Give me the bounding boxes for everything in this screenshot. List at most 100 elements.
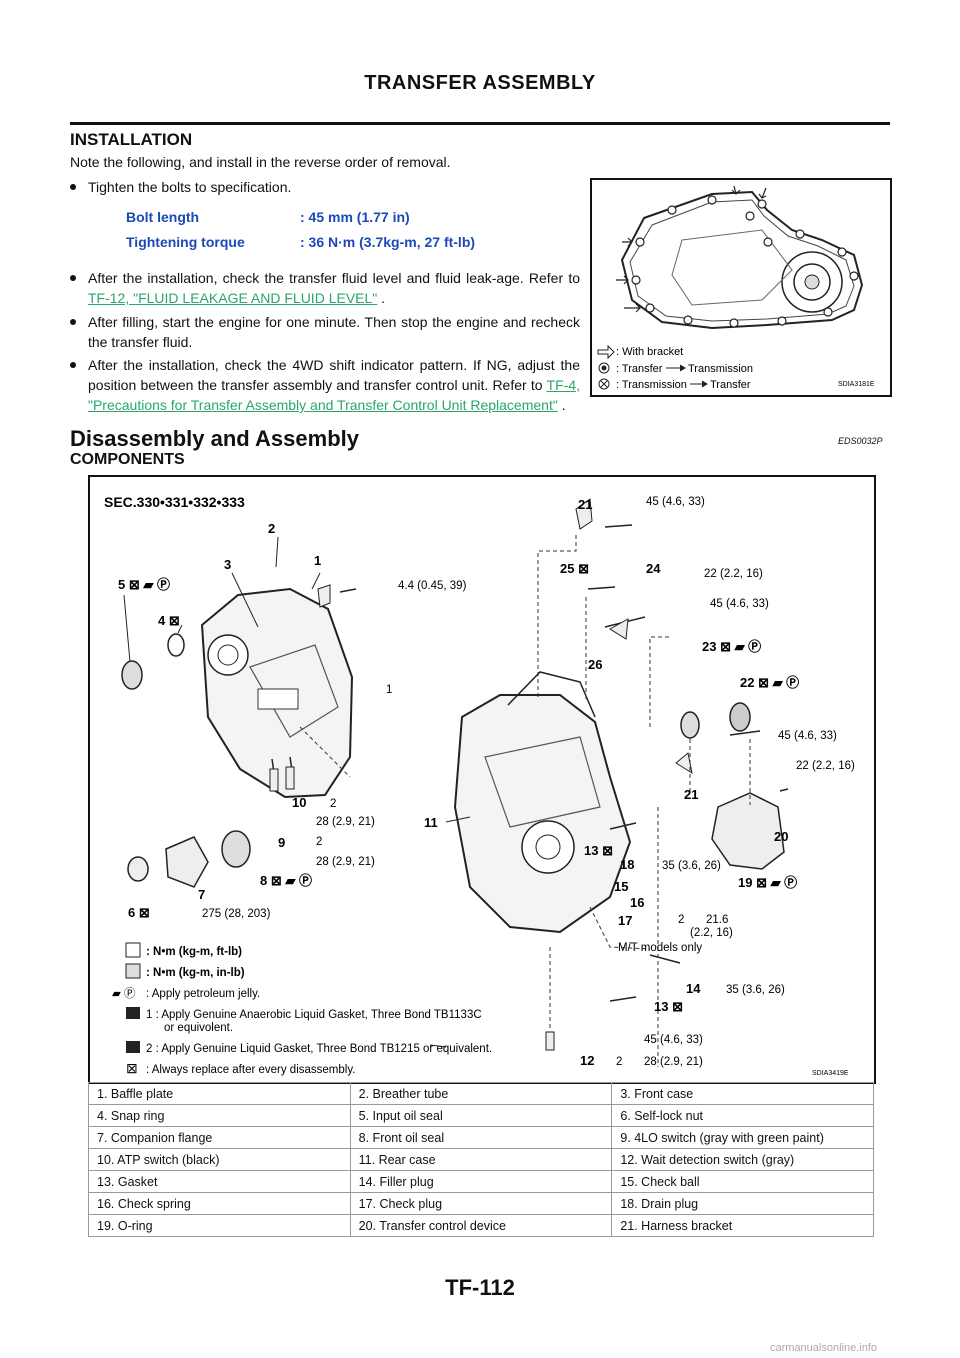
torque-21: 45 (4.6, 33) — [646, 496, 705, 508]
callout-5: 5 ⊠ ▰ Ⓟ — [118, 577, 170, 592]
legend-anaerobic-gasket: 1 : Apply Genuine Anaerobic Liquid Gaske… — [146, 1009, 482, 1021]
table-cell: 19. O-ring — [88, 1214, 351, 1237]
installation-intro: Note the following, and install in the r… — [70, 154, 451, 170]
table-cell: 12. Wait detection switch (gray) — [611, 1148, 874, 1171]
bullet-fluid-check: After the installation, check the transf… — [70, 268, 580, 308]
link-tf4[interactable]: TF-4, "Precautions for Transfer Assembly… — [88, 377, 580, 413]
bullet-4wd-indicator: After the installation, check the 4WD sh… — [70, 355, 580, 415]
callout-3: 3 — [224, 557, 231, 572]
bullet-text: After the installation, check the transf… — [88, 270, 580, 306]
table-cell: 2. Breather tube — [349, 1082, 613, 1105]
callout-11: 11 — [424, 815, 438, 830]
legend-petroleum-jelly: : Apply petroleum jelly. — [146, 988, 260, 1000]
sealant-17: 2 — [678, 914, 684, 926]
sealant-10: 2 — [330, 798, 336, 810]
components-title: COMPONENTS — [70, 451, 185, 468]
callout-26: 26 — [588, 657, 602, 672]
legend-jelly-icon: ▰ Ⓟ — [112, 987, 136, 1000]
figure-components: SEC.330•331•332•333 — [88, 475, 876, 1084]
table-cell: 20. Transfer control device — [349, 1214, 613, 1237]
rear-case — [453, 694, 632, 934]
legend-anaerobic-gasket-cont: or equivolent. — [164, 1022, 233, 1034]
sealant-1-mark: 1 — [386, 684, 392, 696]
callout-16: 16 — [630, 895, 644, 910]
legend-liquid-gasket: 2 : Apply Genuine Liquid Gasket, Three B… — [146, 1043, 492, 1055]
callout-24: 24 — [646, 561, 661, 576]
torque-rear-bolt-2: 22 (2.2, 16) — [796, 760, 855, 772]
table-cell: 6. Self-lock nut — [611, 1104, 874, 1127]
callout-15: 15 — [614, 879, 628, 894]
torque-24: 22 (2.2, 16) — [704, 568, 763, 580]
bullet-text: After filling, start the engine for one … — [88, 314, 580, 350]
table-cell: 3. Front case — [611, 1082, 874, 1105]
torque-10: 28 (2.9, 21) — [316, 816, 375, 828]
legend-transmission-to-transfer: : Transmission — [616, 379, 687, 391]
torque-14: 35 (3.6, 26) — [726, 984, 785, 996]
footer-url: carmanualsonline.info — [770, 1342, 878, 1354]
table-cell: 13. Gasket — [88, 1170, 351, 1193]
legend-torque-in-lb: : N•m (kg-m, in-lb) — [146, 967, 245, 979]
torque-rear-bolt: 45 (4.6, 33) — [778, 730, 837, 742]
table-cell: 16. Check spring — [88, 1192, 351, 1215]
sealant-12: 2 — [616, 1056, 622, 1068]
torque-13: 45 (4.6, 33) — [644, 1034, 703, 1046]
table-cell: 4. Snap ring — [88, 1104, 351, 1127]
table-cell: 9. 4LO switch (gray with green paint) — [611, 1126, 874, 1149]
disassembly-ref-code: EDS0032P — [838, 436, 883, 446]
table-cell: 14. Filler plug — [349, 1170, 613, 1193]
callout-19: 19 ⊠ ▰ Ⓟ — [738, 875, 797, 890]
bullet-text: Tighten the bolts to specification. — [88, 179, 292, 195]
disassembly-title: Disassembly and Assembly — [70, 426, 359, 451]
table-cell: 17. Check plug — [349, 1192, 613, 1215]
spec-value: : 36 N·m (3.7kg-m, 27 ft-lb) — [300, 234, 476, 250]
spec-bolt-length: Bolt length : 45 mm (1.77 in) — [126, 209, 410, 225]
spec-tightening-torque: Tightening torque : 36 N·m (3.7kg-m, 27 … — [126, 234, 475, 250]
callout-20: 20 — [774, 829, 788, 844]
bullet-dot — [70, 362, 76, 368]
torque-12: 28 (2.9, 21) — [644, 1056, 703, 1068]
callout-22: 22 ⊠ ▰ Ⓟ — [740, 675, 799, 690]
table-cell: 15. Check ball — [611, 1170, 874, 1193]
callout-6: 6 ⊠ — [128, 905, 150, 920]
sealant-9: 2 — [316, 836, 322, 848]
torque-6: 275 (28, 203) — [202, 908, 271, 920]
link-tf12[interactable]: TF-12, "FLUID LEAKAGE AND FLUID LEVEL" — [88, 290, 378, 306]
callout-9: 9 — [278, 835, 285, 850]
legend-torque-ft-lb: : N•m (kg-m, ft-lb) — [146, 946, 242, 958]
torque-26: 45 (4.6, 33) — [710, 598, 769, 610]
installation-title: INSTALLATION — [70, 130, 193, 149]
callout-4: 4 ⊠ — [158, 613, 180, 628]
legend-transmission-target: Transmission — [688, 363, 753, 375]
section-reference: SEC.330•331•332•333 — [104, 494, 245, 510]
page-header-title: TRANSFER ASSEMBLY — [364, 72, 596, 94]
callout-7: 7 — [198, 887, 205, 902]
bullet-text: After the installation, check the 4WD sh… — [88, 357, 580, 413]
transfer-control-device — [711, 792, 785, 870]
torque-1: 4.4 (0.45, 39) — [398, 580, 467, 592]
header-rule — [70, 122, 890, 125]
bullet-dot — [70, 184, 76, 190]
case-bolt-diagram: : With bracket : Transfer Transmission :… — [597, 185, 880, 391]
figure-bolt-layout: : With bracket : Transfer Transmission :… — [590, 178, 892, 397]
spec-label: Bolt length — [126, 209, 200, 225]
figure2-code: SDIA3419E — [812, 1070, 849, 1077]
table-cell: 11. Rear case — [349, 1148, 613, 1171]
callout-8: 8 ⊠ ▰ Ⓟ — [260, 873, 312, 888]
table-cell: 7. Companion flange — [88, 1126, 351, 1149]
callout-17: 17 — [618, 913, 632, 928]
legend-transfer-to-transmission: : Transfer — [616, 363, 663, 375]
callout-21: 21 — [684, 787, 698, 802]
legend-always-replace: : Always replace after every disassembly… — [146, 1064, 355, 1076]
bullet-dot — [70, 275, 76, 281]
bullet-after-filling: After filling, start the engine for one … — [70, 312, 580, 352]
legend-replace-icon: ⊠ — [126, 1060, 138, 1076]
callout-23: 23 ⊠ ▰ Ⓟ — [702, 639, 761, 654]
torque-9: 28 (2.9, 21) — [316, 856, 375, 868]
callout-12: 12 — [580, 1053, 594, 1068]
